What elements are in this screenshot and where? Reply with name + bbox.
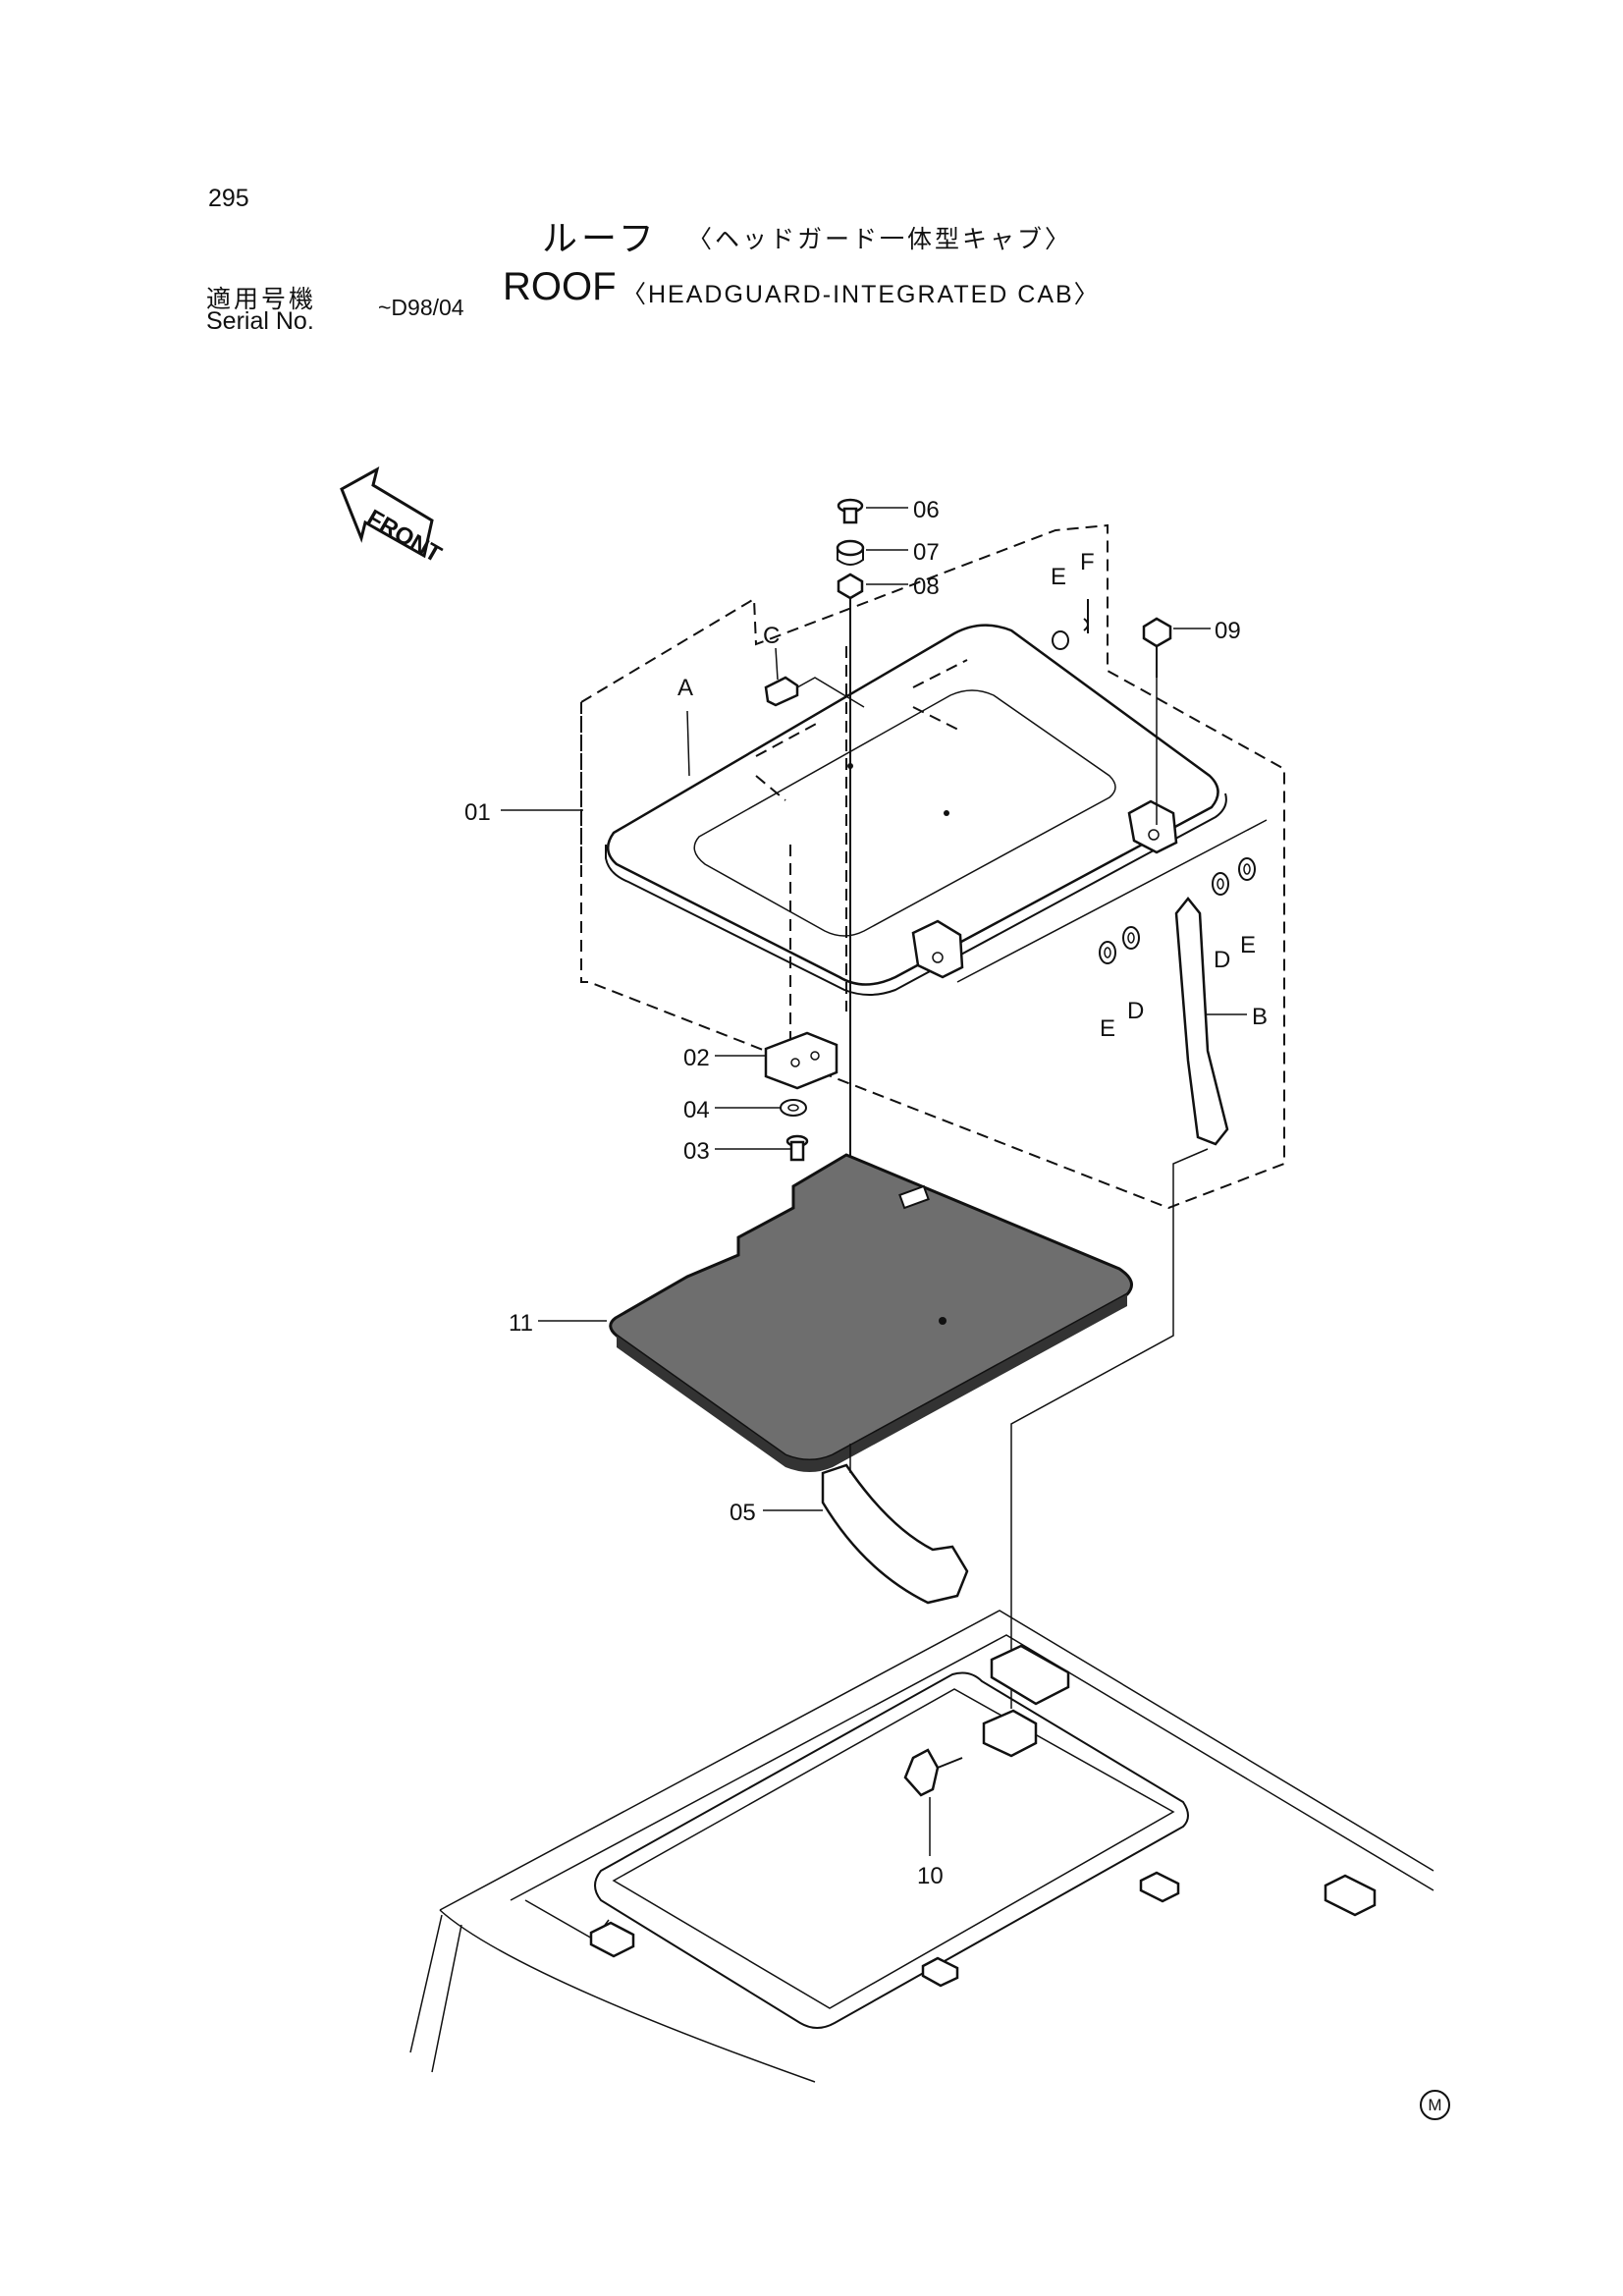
bolt-icon — [1142, 617, 1172, 678]
stay-arm — [1174, 896, 1229, 1146]
callout-e: E — [1051, 564, 1066, 590]
hinge-icon — [911, 919, 964, 979]
group-outline-01 — [580, 523, 1285, 1210]
callout-07: 07 — [913, 539, 940, 566]
pin-icon — [764, 676, 799, 707]
page-number: 295 — [208, 185, 249, 212]
hinge-icon — [1127, 799, 1178, 854]
callout-10: 10 — [917, 1863, 944, 1889]
hidden-lines — [755, 659, 968, 801]
callout-d: D — [1214, 947, 1230, 973]
title-english: ROOF — [503, 265, 617, 308]
callout-05: 05 — [730, 1500, 756, 1526]
callout-e: E — [1100, 1015, 1115, 1042]
m-mark: M — [1420, 2090, 1450, 2120]
serial-label: Serial No. — [206, 307, 314, 335]
routing-line — [1010, 1148, 1209, 1709]
title-english-subtitle: 〈HEADGUARD-INTEGRATED CAB〉 — [622, 281, 1101, 308]
callout-02: 02 — [683, 1045, 710, 1071]
washer-icon — [1238, 857, 1256, 881]
screw-icon — [785, 1134, 809, 1162]
roof-hatch — [605, 624, 1227, 996]
washer-icon — [1212, 872, 1229, 896]
pin-icon — [1083, 599, 1089, 633]
callout-01: 01 — [464, 799, 491, 826]
bracket-icon — [764, 1031, 839, 1090]
washer-icon — [1099, 941, 1116, 964]
washer-icon — [780, 1099, 807, 1117]
callout-04: 04 — [683, 1097, 710, 1123]
callout-e: E — [1240, 932, 1256, 958]
cab-roof — [409, 1610, 1434, 2083]
title-japanese: ルーフ — [542, 218, 658, 258]
callout-b: B — [1252, 1004, 1268, 1030]
leader-lines — [501, 507, 1247, 1511]
callout-f: F — [1080, 549, 1095, 575]
handle-icon — [821, 1463, 969, 1605]
callouts: 06 07 08 09 01 02 04 03 11 05 10 A B C D… — [464, 497, 1268, 1889]
callout-d: D — [1127, 998, 1144, 1024]
front-arrow-icon: FRONT — [340, 466, 446, 569]
washer-icon — [1122, 926, 1140, 950]
callout-11: 11 — [509, 1310, 533, 1337]
callout-06: 06 — [913, 497, 940, 523]
title-japanese-subtitle: 〈ヘッドガード一体型キャブ〉 — [687, 226, 1073, 253]
callout-a: A — [677, 675, 693, 701]
nut-icon — [837, 573, 864, 600]
callout-03: 03 — [683, 1138, 710, 1165]
knob-icon — [903, 1748, 963, 1797]
collar-icon — [836, 539, 865, 566]
washer-icon — [1052, 630, 1069, 650]
bracket-guide — [956, 819, 1268, 983]
callout-08: 08 — [913, 574, 940, 600]
serial-label-japanese: 適用号機 — [206, 286, 317, 313]
floor-mat — [609, 1153, 1133, 1462]
bolt-icon — [837, 498, 864, 524]
serial-range: ~D98/04 — [378, 295, 464, 320]
callout-09: 09 — [1215, 618, 1241, 644]
callout-c: C — [763, 623, 780, 649]
